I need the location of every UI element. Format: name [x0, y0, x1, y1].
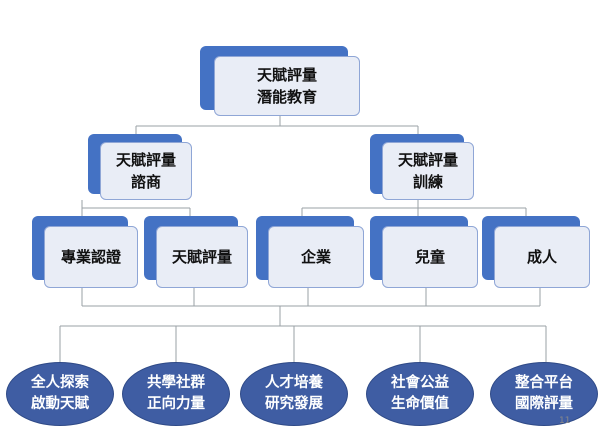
- goal-2-line1: 共學社群: [147, 375, 205, 391]
- goal-oval-2: 共學社群 正向力量: [122, 362, 230, 426]
- goal-oval-1: 全人探索 啟動天賦: [6, 362, 114, 426]
- leaf-assessment-node: 天賦評量: [144, 216, 248, 288]
- root-title-line1: 天賦評量: [256, 66, 317, 84]
- leaf-certification-label: 專業認證: [60, 248, 121, 266]
- branch-consult-line2: 諮商: [130, 173, 161, 191]
- goal-4-line1: 社會公益: [391, 375, 449, 391]
- root-node: 天賦評量 潛能教育: [200, 46, 360, 116]
- goal-1-line1: 全人探索: [31, 375, 89, 391]
- goal-1-line2: 啟動天賦: [31, 396, 89, 412]
- branch-training-line2: 訓練: [412, 173, 443, 191]
- root-title-line2: 潛能教育: [256, 88, 317, 106]
- goal-5-line2: 國際評量: [515, 396, 573, 412]
- leaf-assessment-label: 天賦評量: [171, 248, 232, 266]
- leaf-certification-node: 專業認證: [32, 216, 138, 288]
- branch-training-line1: 天賦評量: [397, 151, 458, 169]
- goal-5-line1: 整合平台: [515, 375, 573, 391]
- goal-oval-5: 整合平台 國際評量: [490, 362, 598, 426]
- leaf-enterprise-label: 企業: [300, 248, 331, 266]
- leaf-adults-label: 成人: [526, 248, 557, 266]
- goal-3-line2: 研究發展: [265, 396, 323, 412]
- page-number: 11: [559, 416, 571, 426]
- branch-consult-node: 天賦評量 諮商: [88, 134, 192, 200]
- leaf-enterprise-node: 企業: [256, 216, 364, 288]
- goal-oval-4: 社會公益 生命價值: [366, 362, 474, 426]
- goal-3-line1: 人才培養: [265, 375, 323, 391]
- leaf-children-label: 兒童: [414, 248, 445, 266]
- goal-2-line2: 正向力量: [147, 396, 205, 412]
- leaf-children-node: 兒童: [370, 216, 478, 288]
- branch-training-node: 天賦評量 訓練: [370, 134, 474, 200]
- goal-4-line2: 生命價值: [391, 396, 449, 412]
- branch-consult-line1: 天賦評量: [115, 151, 176, 169]
- goal-oval-3: 人才培養 研究發展: [240, 362, 348, 426]
- leaf-adults-node: 成人: [482, 216, 590, 288]
